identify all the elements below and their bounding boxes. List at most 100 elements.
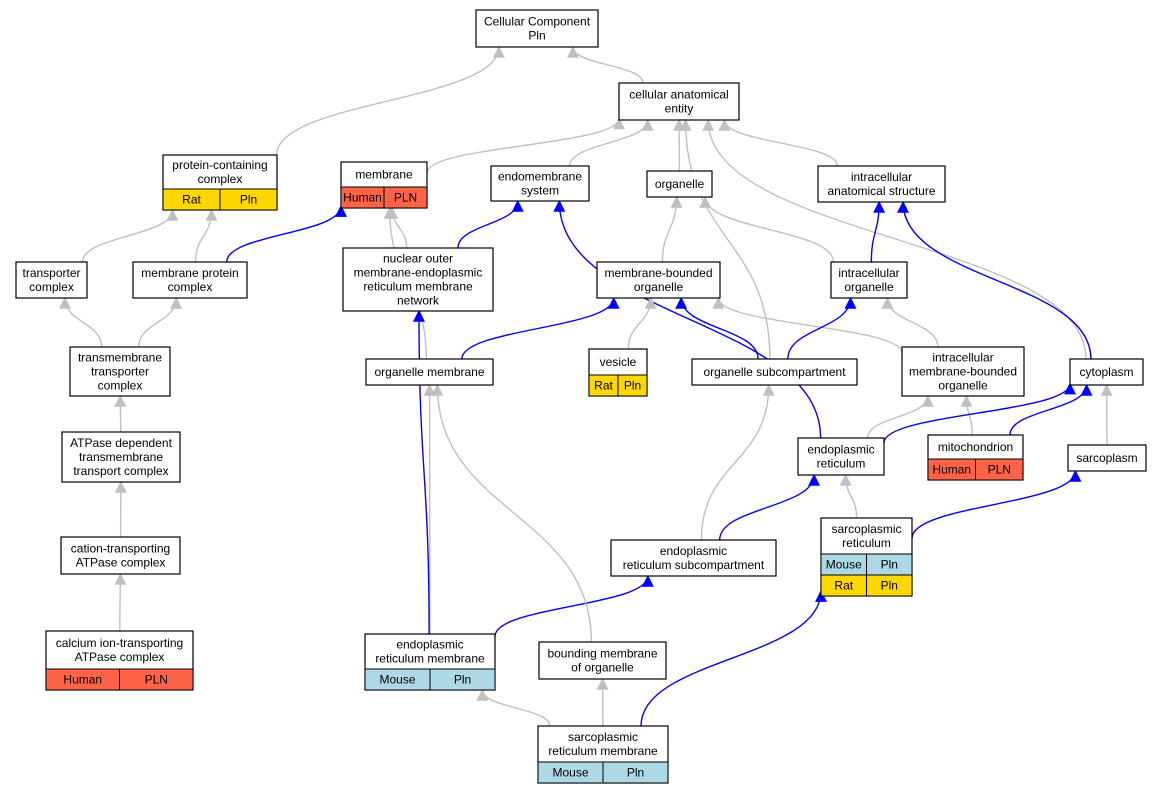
annotation-label: PLN	[145, 673, 168, 687]
node-label-line: Pln	[528, 29, 545, 43]
edge-ves-to-mbo	[627, 296, 657, 350]
node-om[interactable]: organelle membrane	[365, 358, 494, 386]
node-label-line: nuclear outer	[383, 252, 453, 266]
node-box	[618, 82, 740, 121]
node-cyt[interactable]: cytoplasm	[1069, 358, 1144, 386]
node-label-line: network	[397, 294, 440, 308]
node-box	[132, 261, 248, 299]
annotation-cell	[383, 186, 428, 209]
node-box	[596, 261, 721, 299]
node-label-line: endoplasmic	[807, 443, 874, 457]
annotation-cell	[617, 374, 648, 397]
node-label-line: reticulum	[817, 457, 866, 471]
node-box	[61, 431, 181, 483]
annotation-label: Mouse	[552, 766, 588, 780]
node-box	[691, 358, 858, 386]
edge-er-to-cyt	[883, 382, 1076, 443]
annotation-label: Pln	[624, 379, 641, 393]
node-nom[interactable]: nuclear outermembrane-endoplasmicreticul…	[342, 247, 494, 312]
node-os[interactable]: organelle subcompartment	[691, 358, 858, 386]
node-box	[342, 247, 494, 312]
node-label-line: system	[521, 184, 559, 198]
node-label-line: organelle	[844, 280, 894, 294]
edge-ers-to-os	[700, 383, 775, 541]
edge-erm-to-ers	[494, 574, 654, 637]
node-label-line: cytoplasm	[1079, 365, 1133, 379]
annotation-cell	[119, 668, 194, 691]
node-label-line: membrane	[355, 168, 413, 182]
node-label-line: intracellular	[932, 351, 993, 365]
edge-cit-to-cta	[114, 572, 127, 632]
edge-er-to-imbo	[866, 394, 934, 439]
edge-mpc-to-pcc	[194, 208, 218, 263]
edge-mem-to-cae	[426, 117, 625, 174]
node-label-line: organelle	[634, 280, 684, 294]
node-label-line: endoplasmic	[660, 544, 727, 558]
node-label-line: organelle subcompartment	[703, 365, 846, 379]
annotation-label: Mouse	[379, 673, 415, 687]
node-label-line: ATPase complex	[75, 650, 165, 664]
edge-nom-to-mem	[386, 206, 408, 249]
edge-bmo-to-om	[431, 383, 593, 643]
annotation-label: Human	[343, 191, 382, 205]
node-label-line: intracellular	[851, 170, 912, 184]
node-label-line: transporter	[91, 365, 149, 379]
annotation-cell	[602, 761, 669, 784]
node-org[interactable]: organelle	[646, 170, 713, 198]
annotation-label: PLN	[394, 191, 417, 205]
edge-os-to-mbo	[675, 296, 759, 360]
edge-mit-to-cyt	[1009, 383, 1093, 436]
node-label-line: complex	[29, 280, 74, 294]
node-label-line: transmembrane	[79, 450, 163, 464]
annotation-cell	[975, 458, 1024, 481]
edge-os-to-io	[787, 296, 857, 360]
edge-om-to-mbo	[461, 296, 620, 360]
edge-ems-to-cae	[568, 118, 654, 167]
node-box	[610, 539, 777, 577]
annotation-label: Pln	[881, 579, 898, 593]
edge-pcc-to-cc	[275, 45, 505, 156]
node-label-line: calcium ion-transporting	[56, 636, 183, 650]
edge-ttc-to-tc	[58, 296, 103, 348]
annotation-label: Pln	[240, 193, 257, 207]
edge-imbo-to-io	[881, 296, 939, 348]
node-label-line: ATPase complex	[76, 556, 166, 570]
node-box	[538, 641, 667, 680]
annotation-label: PLN	[988, 463, 1011, 477]
node-label-line: organelle membrane	[374, 365, 484, 379]
edge-ttc-to-mpc	[138, 296, 183, 348]
node-box	[475, 9, 599, 48]
annotation-cell	[429, 668, 496, 691]
node-sarco[interactable]: sarcoplasm	[1067, 444, 1147, 472]
node-label-line: membrane-bounded	[604, 266, 712, 280]
annotation-label: Pln	[454, 673, 471, 687]
node-label-line: complex	[168, 280, 213, 294]
edge-nom-to-ems	[457, 199, 524, 249]
edge-cyt-to-cae	[702, 118, 1087, 360]
